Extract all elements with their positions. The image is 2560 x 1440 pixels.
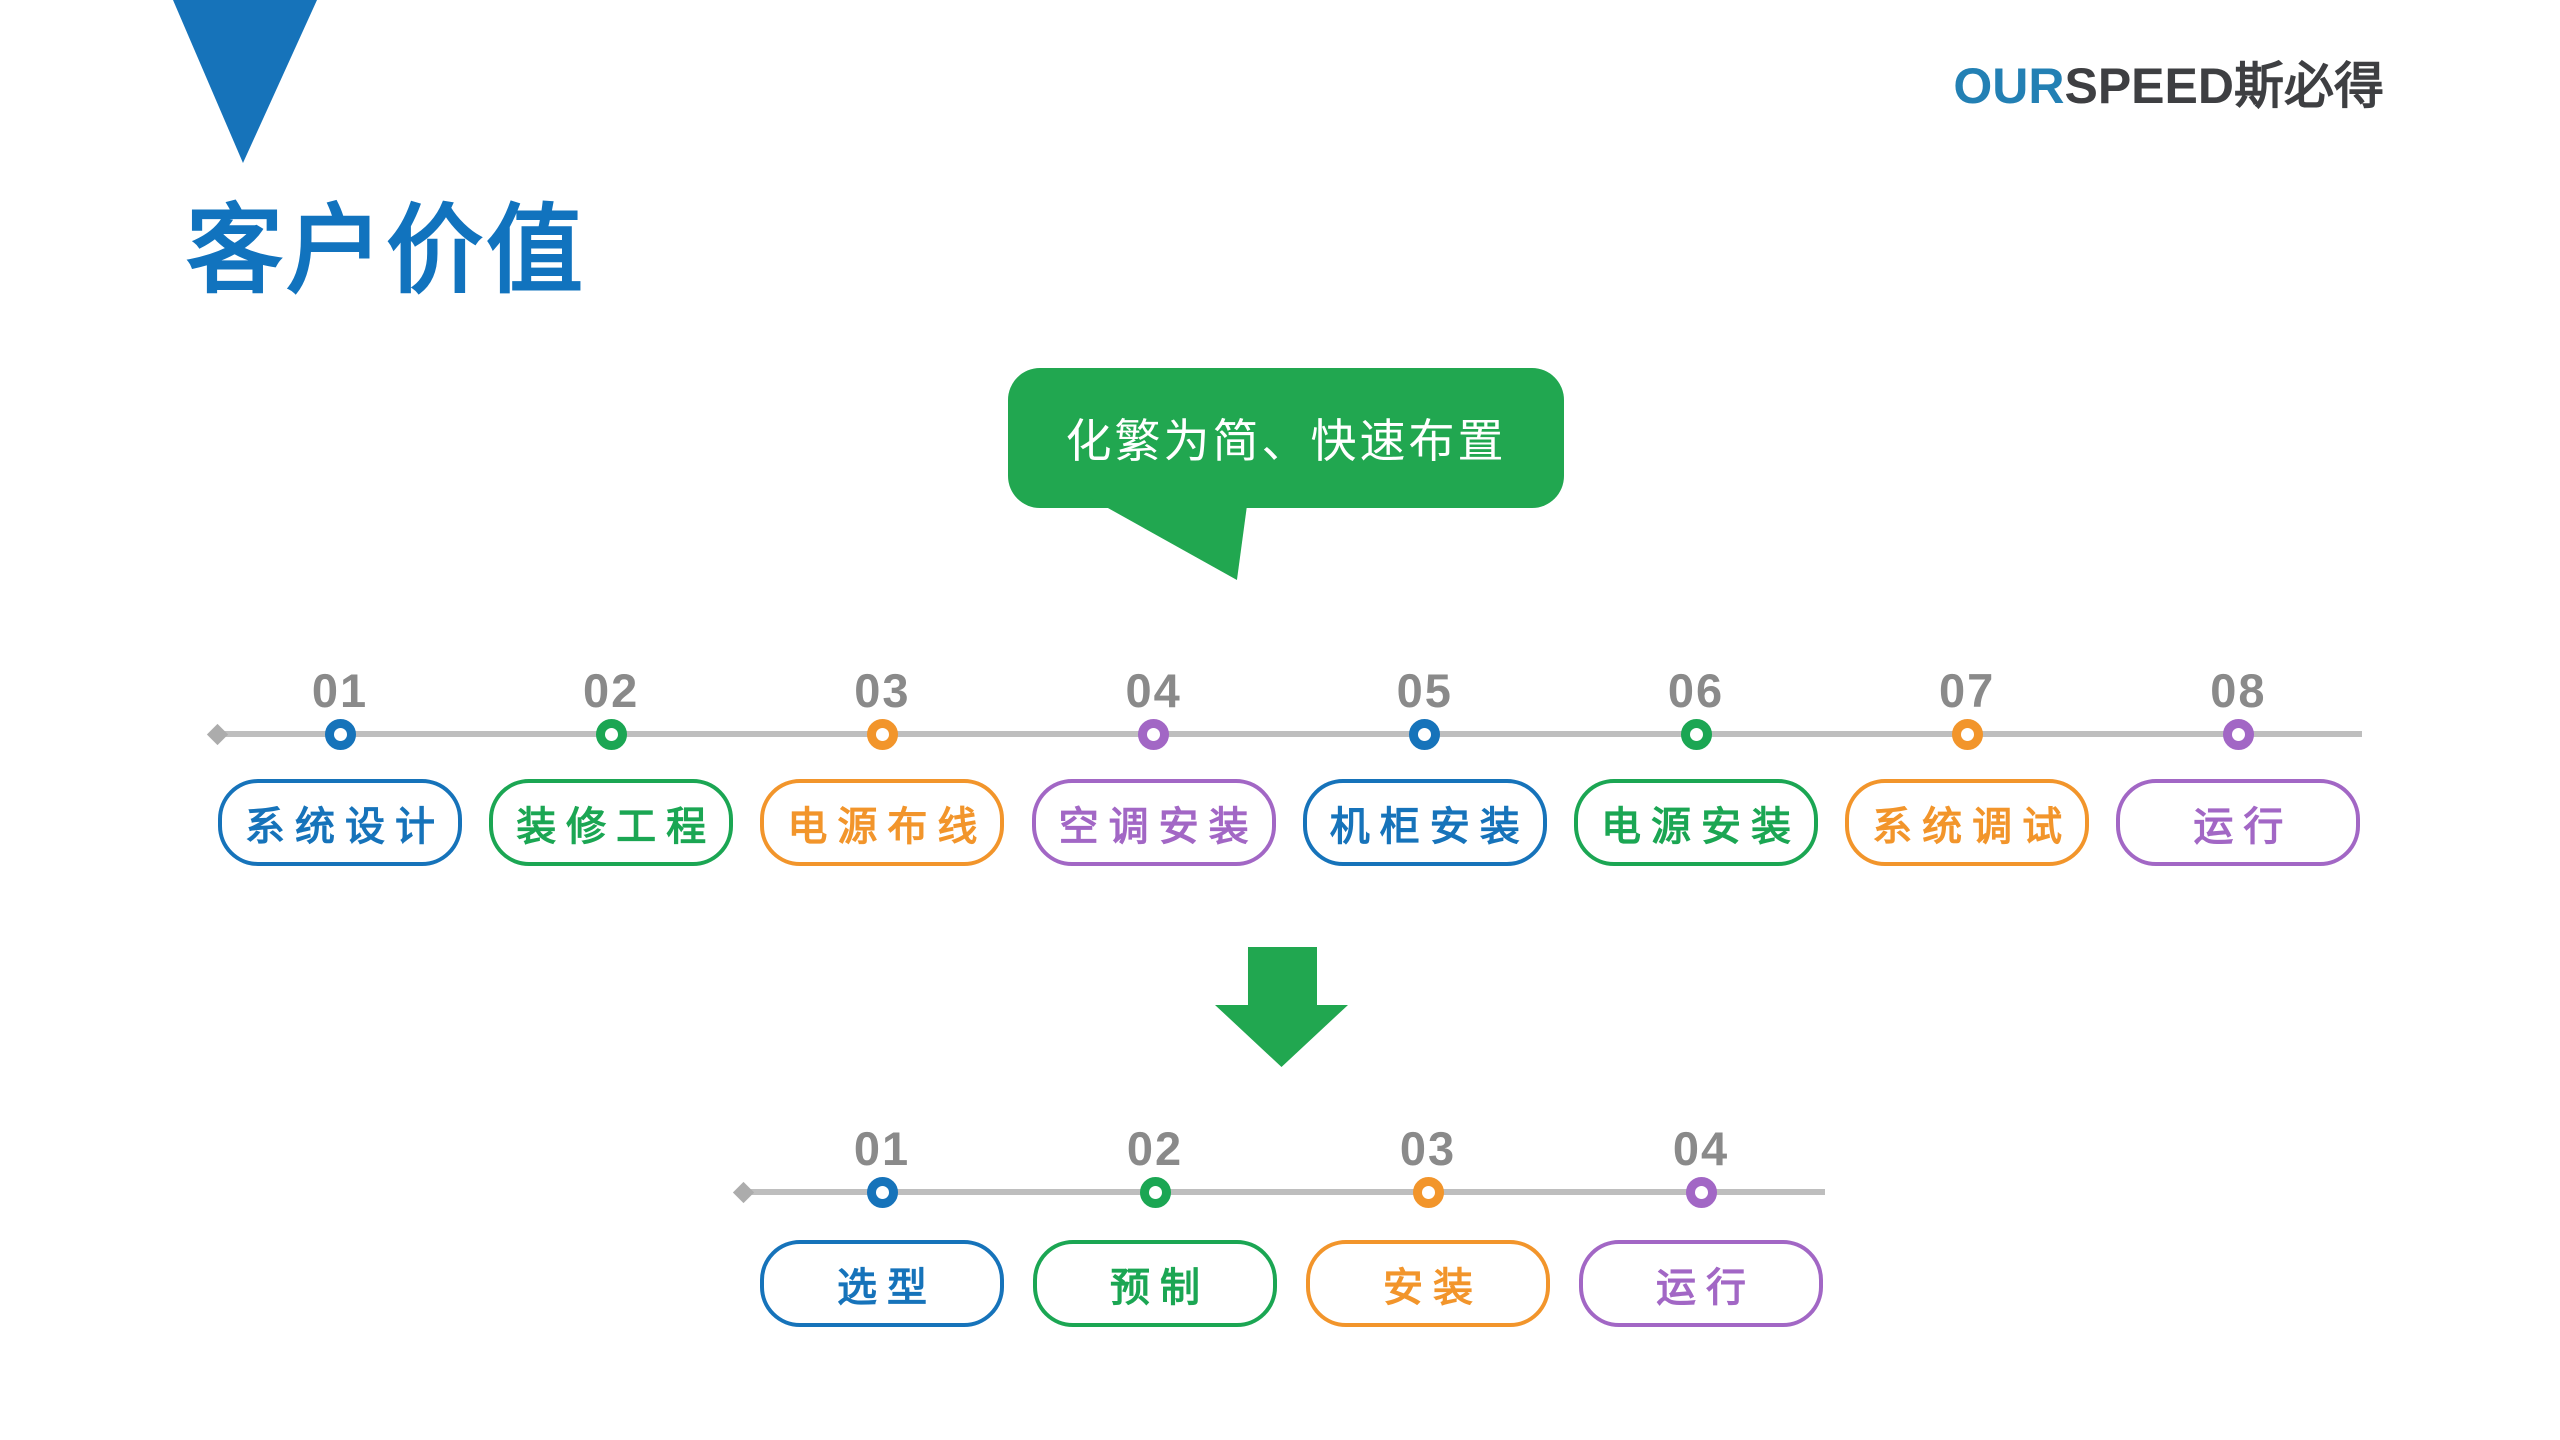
step-pill: 系统设计 (218, 779, 462, 866)
step-dot-icon (595, 718, 627, 750)
step-number: 01 (853, 1122, 911, 1175)
step-pill: 运行 (1579, 1240, 1823, 1327)
step-number: 07 (1939, 664, 1996, 717)
step-pill: 装修工程 (489, 779, 734, 866)
step-pill: 空调安装 (1031, 779, 1276, 866)
step-dot-icon (1680, 718, 1712, 750)
step-dot-icon (1685, 1176, 1717, 1208)
step-pill-label: 安装 (1383, 1265, 1483, 1310)
step-dot-icon (1412, 1176, 1444, 1208)
timeline-start-diamond-icon (732, 1181, 754, 1203)
step-dot-icon (1139, 1176, 1171, 1208)
step-pill-label: 装修工程 (516, 804, 717, 849)
step-pill: 电源安装 (1574, 779, 1818, 866)
step-pill-label: 空调安装 (1058, 804, 1259, 849)
step-dot-icon (1951, 718, 1983, 750)
step-number: 03 (1399, 1122, 1457, 1175)
step-number: 08 (2210, 664, 2267, 717)
step-pill: 预制 (1033, 1240, 1277, 1327)
step-pill-label: 运行 (1656, 1265, 1756, 1310)
step-pill-label: 预制 (1110, 1265, 1210, 1310)
timeline-start-diamond-icon (206, 723, 228, 745)
corner-triangle-decoration (173, 0, 317, 163)
step-dot-icon (324, 718, 356, 750)
step-dot-icon (866, 718, 898, 750)
step-number: 04 (1672, 1122, 1730, 1175)
step-number: 01 (311, 664, 369, 717)
logo-text-speed: SPEED斯必得 (2064, 58, 2384, 114)
callout-bubble-tail (1090, 498, 1248, 580)
step-number: 06 (1667, 664, 1725, 717)
step-pill-label: 选型 (837, 1265, 937, 1310)
step-pill: 安装 (1306, 1240, 1550, 1327)
step-pill-label: 系统设计 (245, 804, 445, 849)
step-dot-icon (866, 1176, 898, 1208)
step-pill: 运行 (2116, 779, 2361, 866)
step-number: 02 (1126, 1122, 1184, 1175)
timeline-line (743, 1189, 1825, 1195)
step-dot-icon (1409, 718, 1441, 750)
step-pill-label: 电源布线 (787, 804, 988, 849)
step-pill-label: 机柜安装 (1329, 804, 1530, 849)
step-number: 03 (854, 664, 911, 717)
step-number: 02 (583, 664, 640, 717)
callout-text: 化繁为简、快速布置 (1065, 415, 1507, 467)
step-pill: 选型 (760, 1240, 1004, 1327)
logo-text-our: OUR (1953, 58, 2065, 114)
callout-bubble: 化繁为简、快速布置 (1008, 368, 1564, 508)
step-dot-icon (1138, 718, 1170, 750)
step-pill: 电源布线 (760, 779, 1005, 866)
step-pill-label: 系统调试 (1872, 804, 2073, 849)
brand-logo: OURSPEED斯必得 (1953, 58, 2384, 114)
step-number: 05 (1396, 664, 1453, 717)
step-pill: 机柜安装 (1302, 779, 1547, 866)
step-pill: 系统调试 (1845, 779, 2090, 866)
timeline-line (217, 731, 2362, 737)
step-number: 04 (1125, 664, 1182, 717)
step-pill-label: 电源安装 (1601, 804, 1801, 849)
step-pill-label: 运行 (2193, 804, 2294, 849)
page-title: 客户价值 (186, 196, 586, 305)
step-dot-icon (2222, 718, 2254, 750)
down-arrow-icon (1215, 947, 1348, 1067)
